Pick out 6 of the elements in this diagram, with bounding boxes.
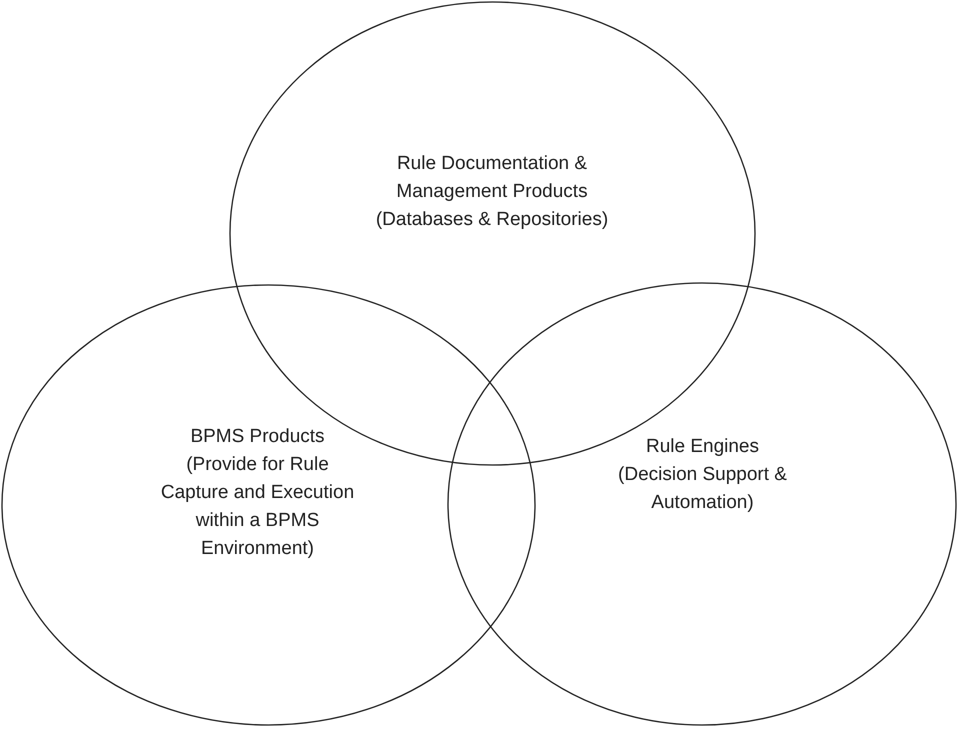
circle-heading: Rule Engines — [644, 435, 760, 459]
circle-heading: Rule Documentation & Management Products — [395, 152, 589, 204]
circle-description: (Databases & Repositories) — [374, 208, 610, 232]
circle-heading: BPMS Products — [189, 425, 326, 449]
circle-description: (Provide for Rule Capture and Execution within a BPMS Environment) — [160, 453, 356, 561]
circle-description: (Decision Support & Automation) — [617, 463, 788, 515]
